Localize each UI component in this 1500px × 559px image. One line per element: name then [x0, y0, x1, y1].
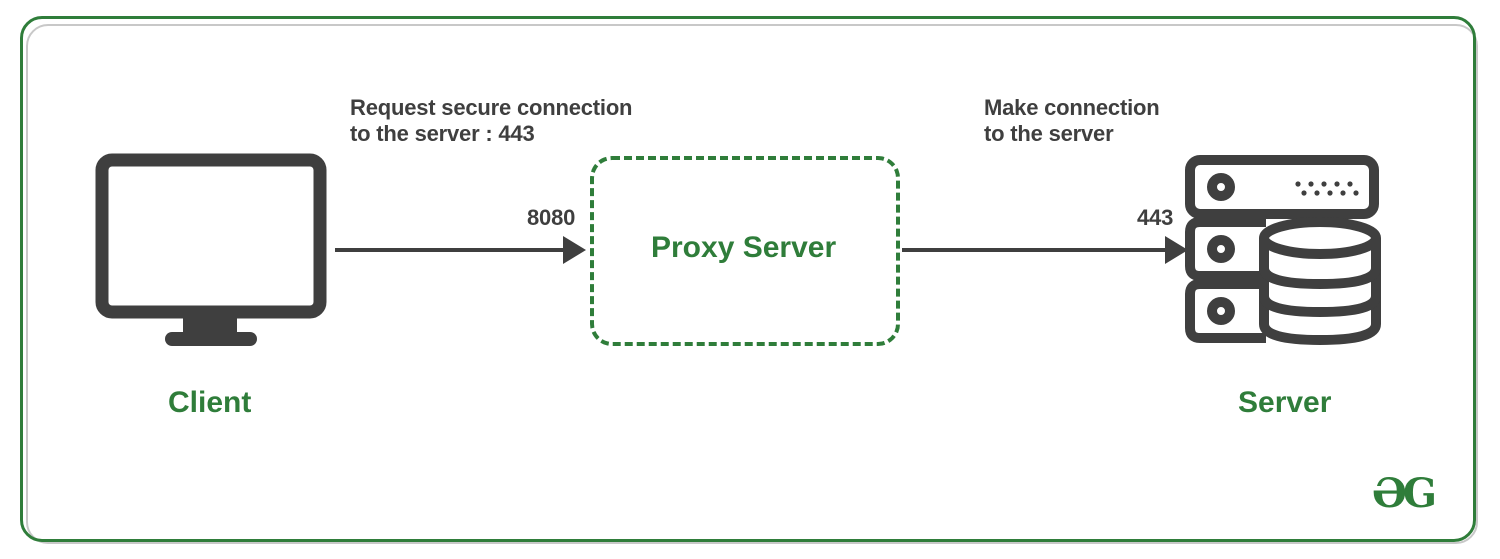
make-connection-label-line-2: to the server: [984, 121, 1114, 146]
diagram-frame: [20, 16, 1476, 542]
arrow-proxy-to-server: [902, 236, 1188, 264]
server-led-dots: [1295, 181, 1359, 196]
arrow-client-to-proxy: [335, 236, 586, 264]
client-label: Client: [168, 386, 252, 419]
server-database-icon: [1185, 155, 1381, 346]
proxy-server-box: [590, 156, 900, 346]
geeksforgeeks-logo: ƏG: [1372, 470, 1437, 517]
proxy-server-label: Proxy Server: [651, 231, 837, 264]
port-8080-label: 8080: [527, 205, 576, 230]
frame-shadow: [26, 24, 1478, 544]
server-label: Server: [1238, 386, 1332, 419]
request-label-line-2: to the server : 443: [350, 121, 535, 146]
monitor-icon: [95, 153, 327, 346]
make-connection-label-line-1: Make connection: [984, 95, 1160, 120]
request-label-line-1: Request secure connection: [350, 95, 633, 120]
port-443-label: 443: [1137, 205, 1174, 230]
